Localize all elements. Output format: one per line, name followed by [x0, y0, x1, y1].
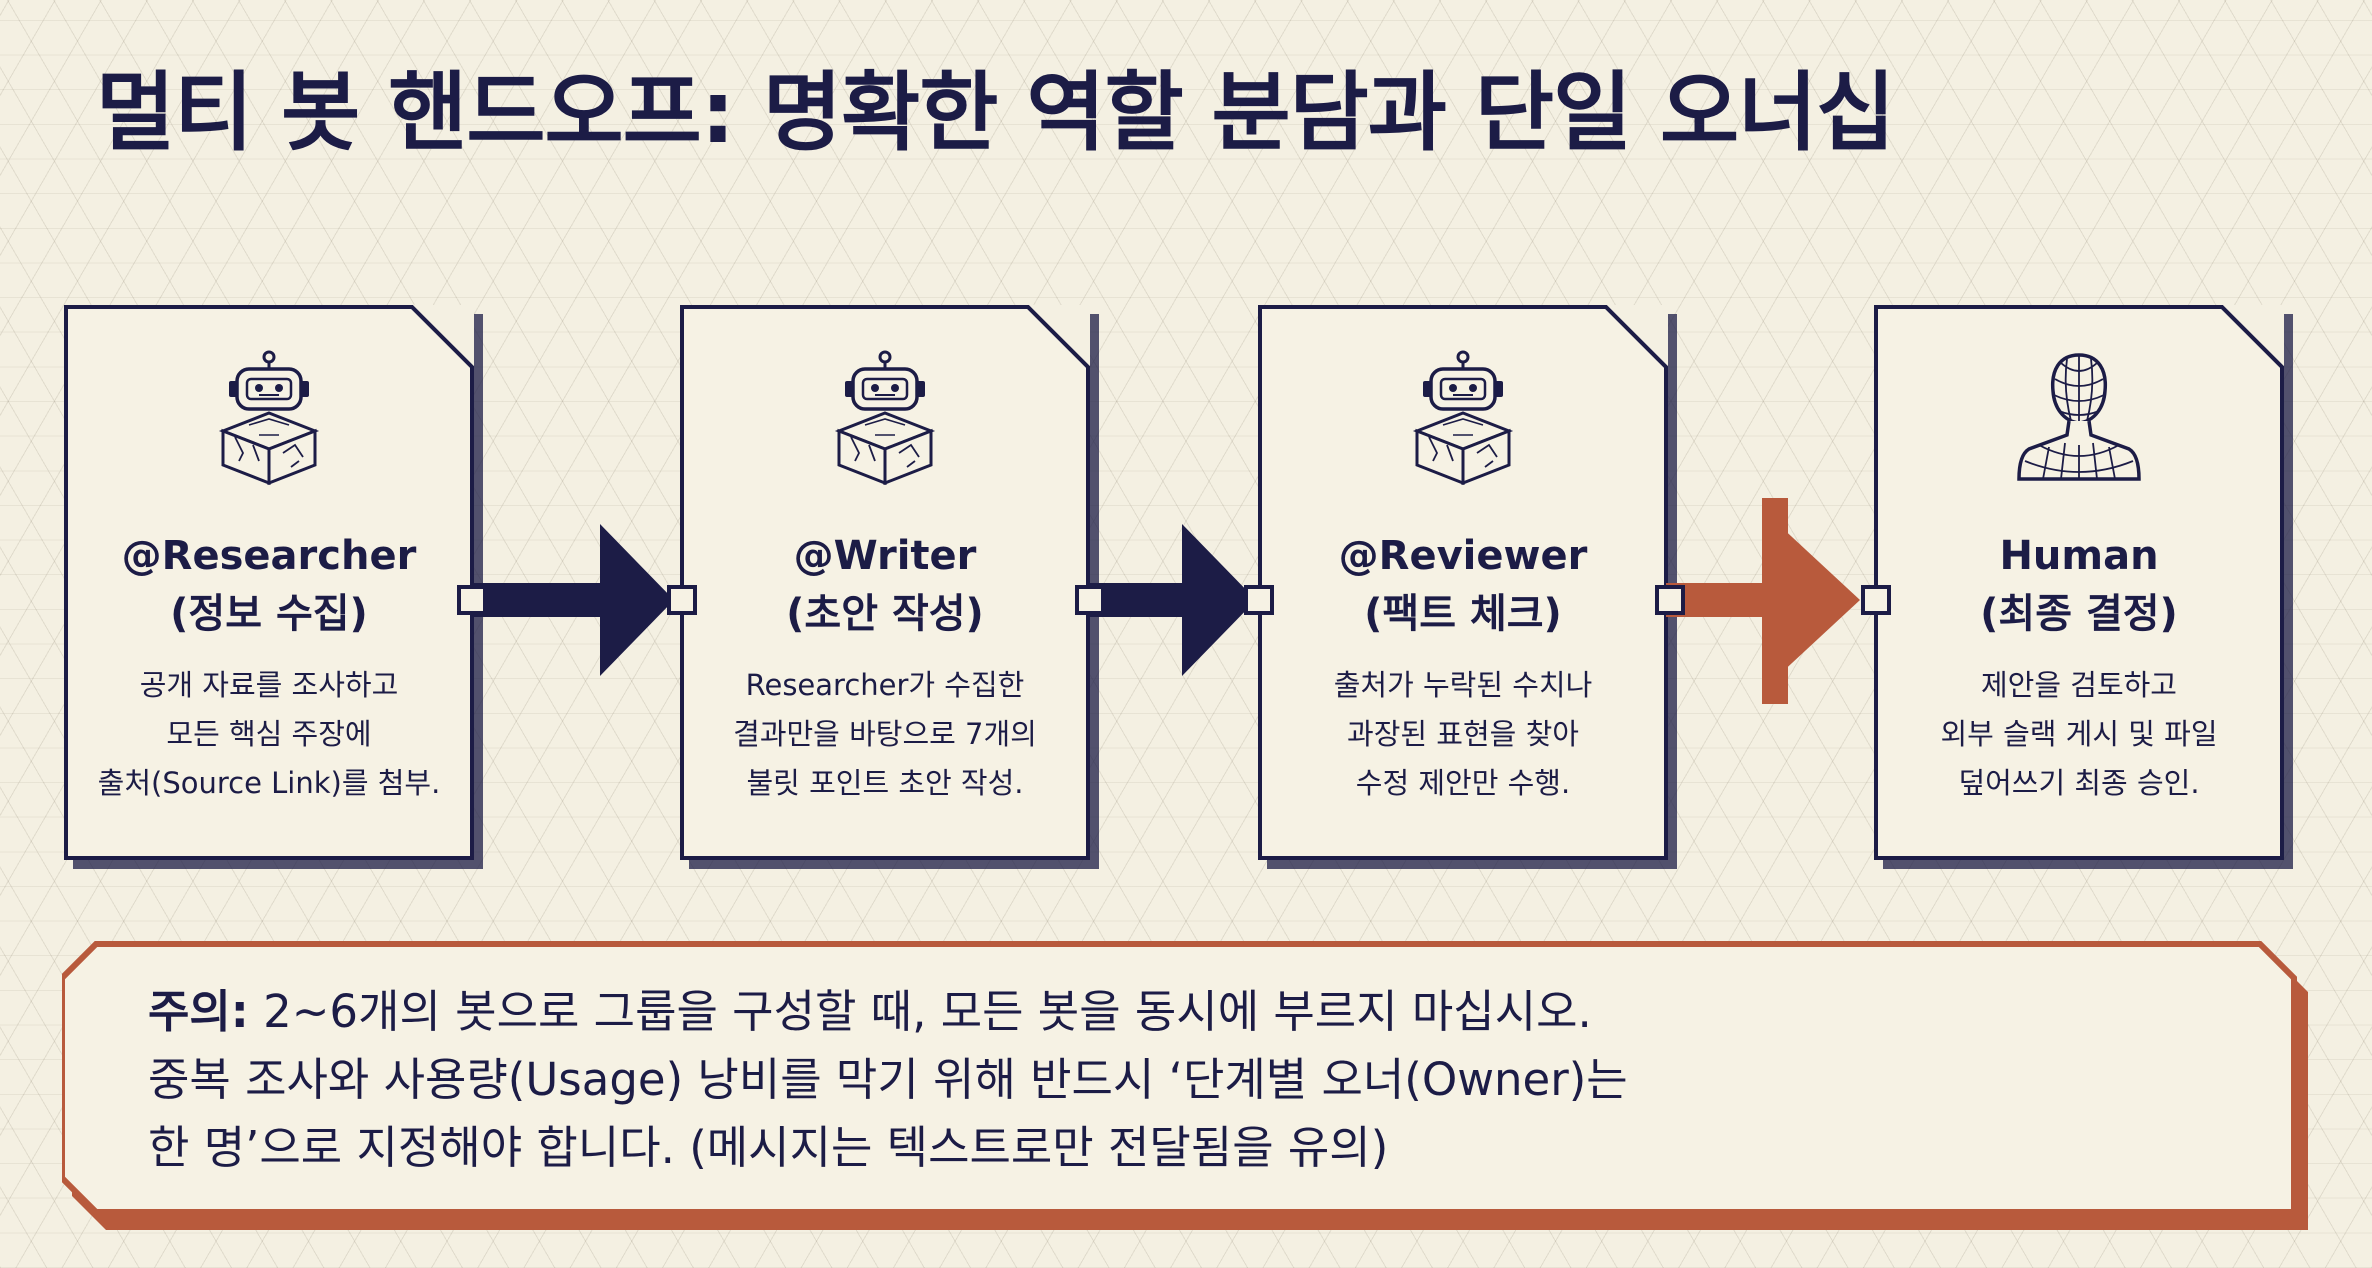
handoff-arrow-2 — [1090, 524, 1256, 676]
step-role: @Reviewer — [1338, 533, 1588, 579]
step-card-reviewer: @Reviewer (팩트 체크) 출처가 누락된 수치나 과장된 표현을 찾아… — [1258, 305, 1668, 860]
step-role: @Researcher — [121, 533, 417, 579]
description-line: 공개 자료를 조사하고 — [139, 668, 399, 702]
handoff-arrow-1 — [474, 524, 674, 676]
description-line: 불릿 포인트 초안 작성. — [746, 766, 1024, 800]
robot-icon — [1415, 350, 1511, 485]
caution-label: 주의: — [148, 985, 249, 1038]
step-subtitle: (최종 결정) — [1980, 591, 2178, 637]
step-subtitle: (팩트 체크) — [1364, 591, 1562, 637]
step-subtitle: (정보 수집) — [170, 591, 368, 637]
robot-icon — [837, 350, 933, 485]
description-line: 출처(Source Link)를 첨부. — [97, 766, 441, 800]
step-role: @Writer — [793, 533, 977, 579]
step-subtitle: (초안 작성) — [786, 591, 984, 637]
page-fold-corner — [1604, 305, 1668, 369]
description-line: 출처가 누락된 수치나 — [1333, 668, 1593, 702]
description-line: 모든 핵심 주장에 — [166, 717, 372, 751]
description-line: 과장된 표현을 찾아 — [1347, 717, 1579, 751]
caution-note-box — [62, 941, 2308, 1230]
description-line: 외부 슬랙 게시 및 파일 — [1940, 717, 2218, 751]
step-description: 출처가 누락된 수치나 과장된 표현을 찾아 수정 제안만 수행. — [1276, 661, 1650, 808]
page-fold-corner — [1026, 305, 1090, 369]
caution-line-1: 2~6개의 봇으로 그룹을 구성할 때, 모든 봇을 동시에 부르지 마십시오. — [248, 985, 1592, 1038]
page-fold-corner — [410, 305, 474, 369]
robot-icon — [221, 350, 317, 485]
step-role: Human — [1999, 533, 2159, 579]
caution-note: 주의: 2~6개의 봇으로 그룹을 구성할 때, 모든 봇을 동시에 부르지 마… — [148, 978, 1628, 1182]
step-card-human: Human (최종 결정) 제안을 검토하고 외부 슬랙 게시 및 파일 덮어쓰… — [1874, 305, 2284, 860]
caution-line-3: 한 명’으로 지정해야 합니다. (메시지는 텍스트로만 전달됨을 유의) — [148, 1121, 1389, 1174]
page-fold-corner — [2220, 305, 2284, 369]
caution-line-2: 중복 조사와 사용량(Usage) 낭비를 막기 위해 반드시 ‘단계별 오너(… — [148, 1053, 1628, 1106]
step-description: 공개 자료를 조사하고 모든 핵심 주장에 출처(Source Link)를 첨… — [82, 661, 456, 808]
step-description: Researcher가 수집한 결과만을 바탕으로 7개의 불릿 포인트 초안 … — [698, 661, 1072, 808]
description-line: 수정 제안만 수행. — [1355, 766, 1571, 800]
step-card-researcher: @Researcher (정보 수집) 공개 자료를 조사하고 모든 핵심 주장… — [64, 305, 474, 860]
description-line: 결과만을 바탕으로 7개의 — [733, 717, 1037, 751]
handoff-arrow-3 — [1666, 498, 1860, 704]
step-description: 제안을 검토하고 외부 슬랙 게시 및 파일 덮어쓰기 최종 승인. — [1892, 661, 2266, 808]
description-line: 제안을 검토하고 — [1981, 668, 2177, 702]
human-bust-icon — [2017, 353, 2141, 481]
step-card-writer: @Writer (초안 작성) Researcher가 수집한 결과만을 바탕으… — [680, 305, 1090, 860]
description-line: 덮어쓰기 최종 승인. — [1958, 766, 2200, 800]
description-line: Researcher가 수집한 — [745, 668, 1025, 702]
page-title: 멀티 봇 핸드오프: 명확한 역할 분담과 단일 오너십 — [96, 63, 1895, 163]
